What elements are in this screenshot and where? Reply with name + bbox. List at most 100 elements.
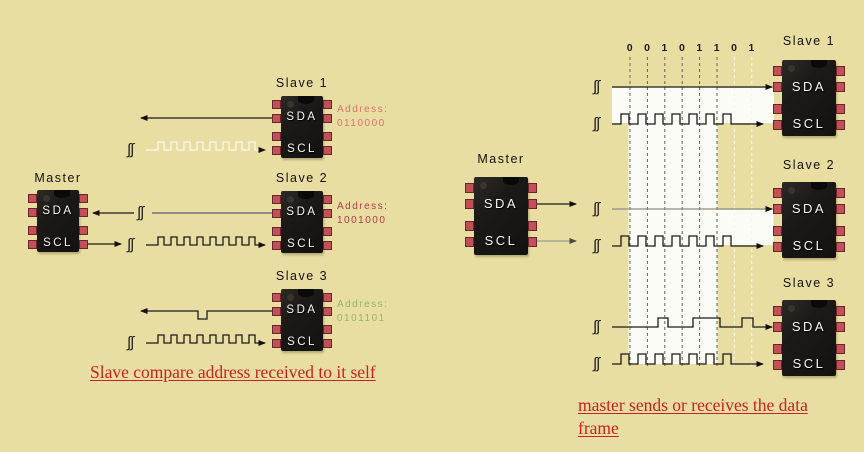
wire-break-icon: ∫∫ bbox=[137, 204, 144, 221]
address-value: 0101101 bbox=[337, 313, 386, 324]
slave2-chip-right: SDA SCL bbox=[773, 182, 845, 258]
scl-pin-label: SCL bbox=[484, 233, 518, 248]
chip-pin bbox=[773, 66, 782, 76]
address-label: Address: bbox=[337, 201, 389, 212]
master-label-left: Master bbox=[34, 171, 82, 185]
chip-pin bbox=[323, 195, 332, 204]
slave2-chip-left: SDA SCL bbox=[272, 191, 332, 253]
slave1-label-right: Slave 1 bbox=[782, 34, 836, 48]
chip-pin bbox=[323, 339, 332, 348]
slave2-address: Address: 1001000 bbox=[337, 200, 388, 228]
data-frame-bits: 0 0 1 0 1 1 0 1 bbox=[621, 42, 760, 54]
chip-pin bbox=[773, 204, 782, 214]
chip-pin bbox=[528, 199, 537, 209]
chip-pin bbox=[773, 104, 782, 114]
chip-pin bbox=[836, 204, 845, 214]
chip-pin bbox=[272, 293, 281, 302]
wire-break-icon: ∫∫ bbox=[127, 236, 134, 253]
bit-label: 1 bbox=[748, 42, 755, 54]
slave3-address: Address: 0101101 bbox=[337, 298, 388, 326]
chip-pin bbox=[836, 306, 845, 316]
chip-pin bbox=[323, 100, 332, 109]
left-panel-wires bbox=[84, 115, 276, 346]
chip-pin bbox=[836, 322, 845, 332]
address-label: Address: bbox=[337, 104, 389, 115]
chip-pin bbox=[28, 194, 37, 203]
chip-pin bbox=[773, 306, 782, 316]
chip-pin bbox=[323, 307, 332, 316]
chip-pin bbox=[773, 188, 782, 198]
highlight-bands bbox=[612, 87, 774, 364]
scl-pin-label: SCL bbox=[792, 116, 826, 131]
chip-pin bbox=[79, 208, 88, 217]
chip-pin bbox=[465, 199, 474, 209]
sda-pin-label: SDA bbox=[791, 79, 827, 94]
chip-pin bbox=[272, 307, 281, 316]
chip-pin bbox=[773, 322, 782, 332]
wire-break-icon: ∫∫ bbox=[127, 141, 134, 158]
scl-pin-label: SCL bbox=[792, 238, 826, 253]
chip-pin bbox=[773, 344, 782, 354]
bit-label: 1 bbox=[713, 42, 720, 54]
bit-label: 0 bbox=[644, 42, 650, 54]
slave2-label-left: Slave 2 bbox=[275, 171, 329, 185]
chip-pin bbox=[465, 221, 474, 231]
chip-pin bbox=[323, 132, 332, 141]
slave1-address: Address: 0110000 bbox=[337, 103, 388, 131]
chip-pin bbox=[272, 227, 281, 236]
chip-pin bbox=[272, 100, 281, 109]
chip-pin bbox=[323, 114, 332, 123]
wire-break-icon: ∫∫ bbox=[593, 200, 600, 217]
chip-pin bbox=[773, 360, 782, 370]
sda-pin-label: SDA bbox=[286, 111, 318, 123]
chip-pin bbox=[79, 194, 88, 203]
address-value: 0110000 bbox=[337, 118, 386, 129]
chip-pin bbox=[272, 325, 281, 334]
address-value: 1001000 bbox=[337, 215, 387, 226]
scl-pin-label: SCL bbox=[792, 356, 826, 371]
wire-break-icon: ∫∫ bbox=[593, 355, 600, 372]
chip-pin bbox=[836, 120, 845, 130]
chip-pin bbox=[773, 242, 782, 252]
scl-pin-label: SCL bbox=[287, 336, 317, 348]
chip-pin bbox=[836, 82, 845, 92]
chip-pin bbox=[28, 226, 37, 235]
chip-pin bbox=[836, 242, 845, 252]
sda-pin-label: SDA bbox=[791, 201, 827, 216]
sda-pin-label: SDA bbox=[42, 205, 74, 217]
chip-pin bbox=[323, 325, 332, 334]
chip-pin bbox=[323, 293, 332, 302]
chip-pin bbox=[836, 226, 845, 236]
chip-pin bbox=[272, 114, 281, 123]
sda-pin-label: SDA bbox=[483, 196, 519, 211]
slave1-chip-right: SDA SCL bbox=[773, 60, 845, 136]
wire-break-icon: ∫∫ bbox=[593, 115, 600, 132]
chip-pin bbox=[272, 146, 281, 155]
chip-pin bbox=[323, 241, 332, 250]
slave3-label-right: Slave 3 bbox=[782, 276, 836, 290]
address-label: Address: bbox=[337, 299, 389, 310]
bit-grid-lines bbox=[629, 57, 753, 368]
chip-pin bbox=[79, 240, 88, 249]
wire-break-icon: ∫∫ bbox=[593, 78, 600, 95]
sda-pin-label: SDA bbox=[286, 206, 318, 218]
chip-pin bbox=[836, 104, 845, 114]
bit-label: 0 bbox=[678, 42, 685, 54]
chip-pin bbox=[272, 195, 281, 204]
sda-pin-label: SDA bbox=[791, 319, 827, 334]
left-caption: Slave compare address received to it sel… bbox=[90, 362, 376, 382]
chip-pin bbox=[79, 226, 88, 235]
right-panel-wires bbox=[532, 84, 773, 367]
right-caption: master sends or receives the data frame bbox=[578, 395, 808, 438]
bit-label: 0 bbox=[626, 42, 633, 54]
chip-pin bbox=[323, 209, 332, 218]
slave3-label-left: Slave 3 bbox=[275, 269, 329, 283]
slave3-chip-right: SDA SCL bbox=[773, 300, 845, 376]
wire-break-icon: ∫∫ bbox=[593, 237, 600, 254]
scl-pin-label: SCL bbox=[43, 237, 73, 249]
chip-pin bbox=[836, 344, 845, 354]
chip-pin bbox=[272, 209, 281, 218]
chip-pin bbox=[773, 120, 782, 130]
